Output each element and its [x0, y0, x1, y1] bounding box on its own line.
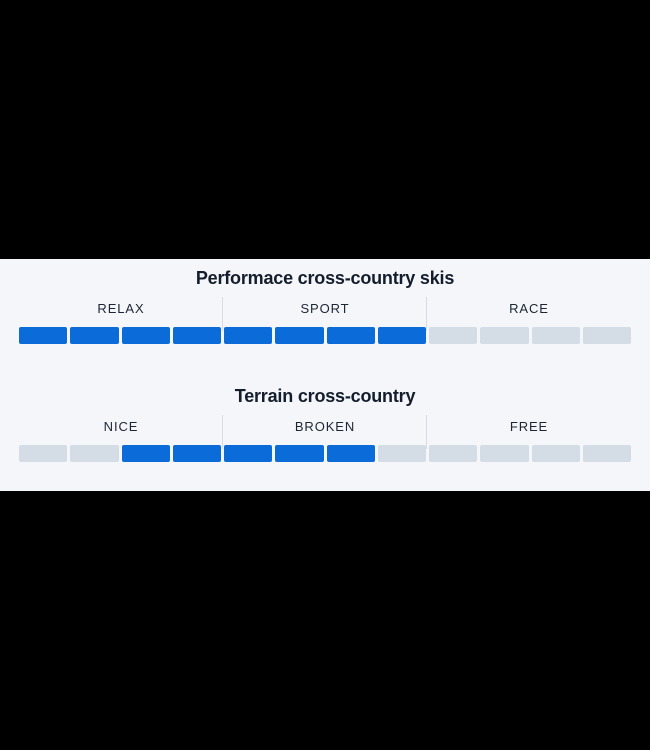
bar-segment: [429, 445, 478, 462]
scale-labels-performance: RELAX SPORT RACE: [19, 297, 631, 331]
bar-segment: [224, 445, 273, 462]
bar-segment: [19, 445, 68, 462]
scale-labels-terrain: NICE BROKEN FREE: [19, 415, 631, 449]
scale-label-sport: SPORT: [300, 301, 350, 316]
segmented-bar-terrain: [19, 445, 631, 462]
spec-card: Performace cross-country skis RELAX SPOR…: [0, 259, 650, 491]
spec-group-terrain: Terrain cross-country NICE BROKEN FREE: [0, 385, 650, 462]
bar-segment: [326, 327, 375, 344]
bar-segment: [480, 327, 529, 344]
bar-segment: [121, 327, 170, 344]
group-title-terrain: Terrain cross-country: [234, 386, 416, 406]
scale-divider-3: [222, 415, 223, 449]
spec-group-performance: Performace cross-country skis RELAX SPOR…: [0, 267, 650, 344]
scale-divider-2: [426, 297, 427, 331]
scale-divider-1: [222, 297, 223, 331]
bar-segment: [275, 445, 324, 462]
bar-segment: [70, 327, 119, 344]
bar-segment: [172, 327, 221, 344]
bar-segment: [377, 327, 426, 344]
scale-label-free: FREE: [509, 419, 549, 434]
scale-label-relax: RELAX: [97, 301, 145, 316]
bar-segment: [70, 445, 119, 462]
scale-label-race: RACE: [509, 301, 549, 316]
scale-label-broken: BROKEN: [294, 419, 356, 434]
bar-segment: [377, 445, 426, 462]
bar-segment: [172, 445, 221, 462]
bar-segment: [121, 445, 170, 462]
bar-segment: [582, 445, 631, 462]
bar-segment: [531, 327, 580, 344]
bar-segment: [19, 327, 68, 344]
bar-segment: [429, 327, 478, 344]
bar-segment: [275, 327, 324, 344]
bar-segment: [582, 327, 631, 344]
scale-divider-4: [426, 415, 427, 449]
segmented-bar-performance: [19, 327, 631, 344]
group-title-performance: Performace cross-country skis: [195, 268, 455, 288]
bar-segment: [224, 327, 273, 344]
bar-segment: [326, 445, 375, 462]
bar-segment: [531, 445, 580, 462]
scale-label-nice: NICE: [103, 419, 139, 434]
bar-segment: [480, 445, 529, 462]
